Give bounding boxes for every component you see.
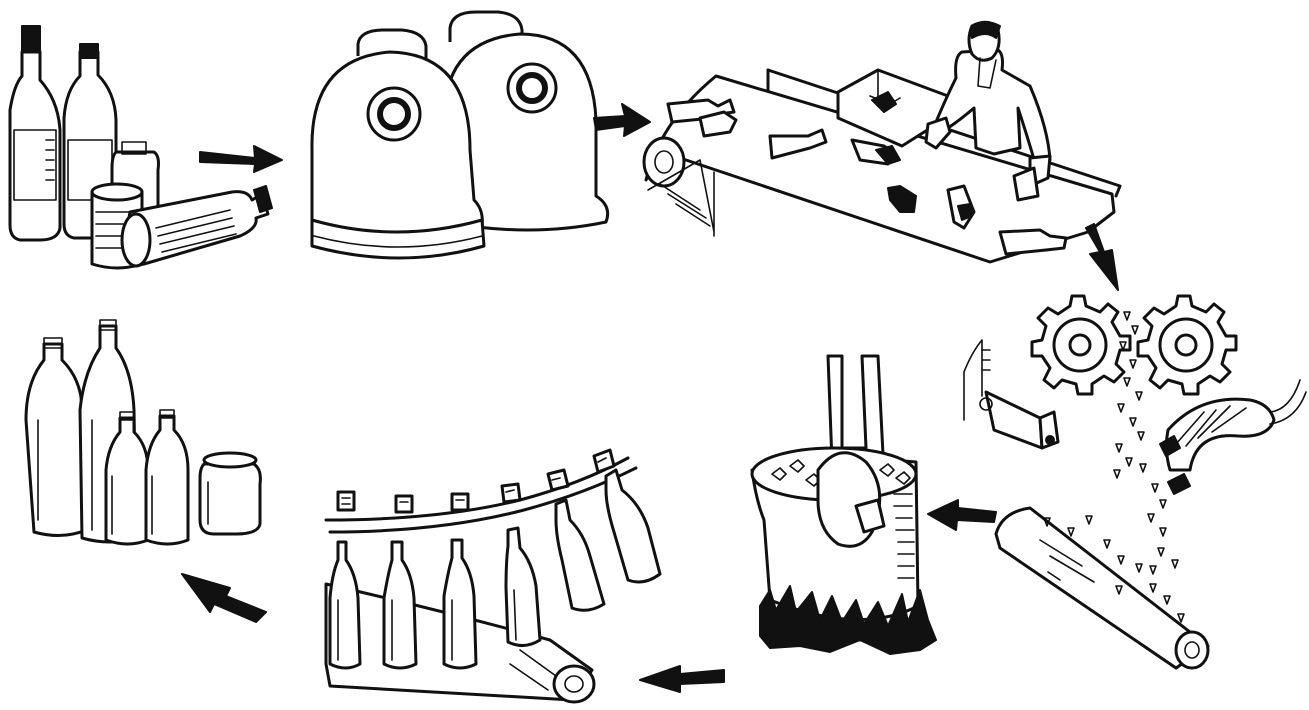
arrow-1-icon: [200, 146, 282, 172]
melting-furnace-group: [752, 356, 936, 654]
gear-left-icon: [1032, 296, 1130, 394]
new-jar-icon: [200, 453, 260, 534]
output-conveyor-icon: [996, 508, 1208, 668]
arrow-6-icon: [182, 574, 266, 622]
tall-bottle-icon: [10, 26, 60, 240]
bottle-molds-icon: [338, 450, 614, 512]
arrow-4-icon: [928, 500, 996, 530]
horseshoe-magnet-icon: [1160, 380, 1306, 494]
sorting-conveyor-group: [644, 22, 1120, 262]
bottle-forming-line-group: [326, 450, 660, 702]
collection-bins-group: [312, 12, 608, 258]
crushing-group: [964, 296, 1306, 668]
gear-right-icon: [1138, 296, 1236, 394]
new-bottle-small-2-icon: [146, 410, 188, 544]
arrow-2-icon: [594, 104, 650, 136]
new-containers-group: [26, 320, 260, 544]
used-containers-group: [10, 26, 272, 268]
arrow-3-icon: [1086, 224, 1118, 290]
new-bottle-large-icon: [26, 338, 86, 536]
arrow-5-icon: [640, 666, 724, 692]
